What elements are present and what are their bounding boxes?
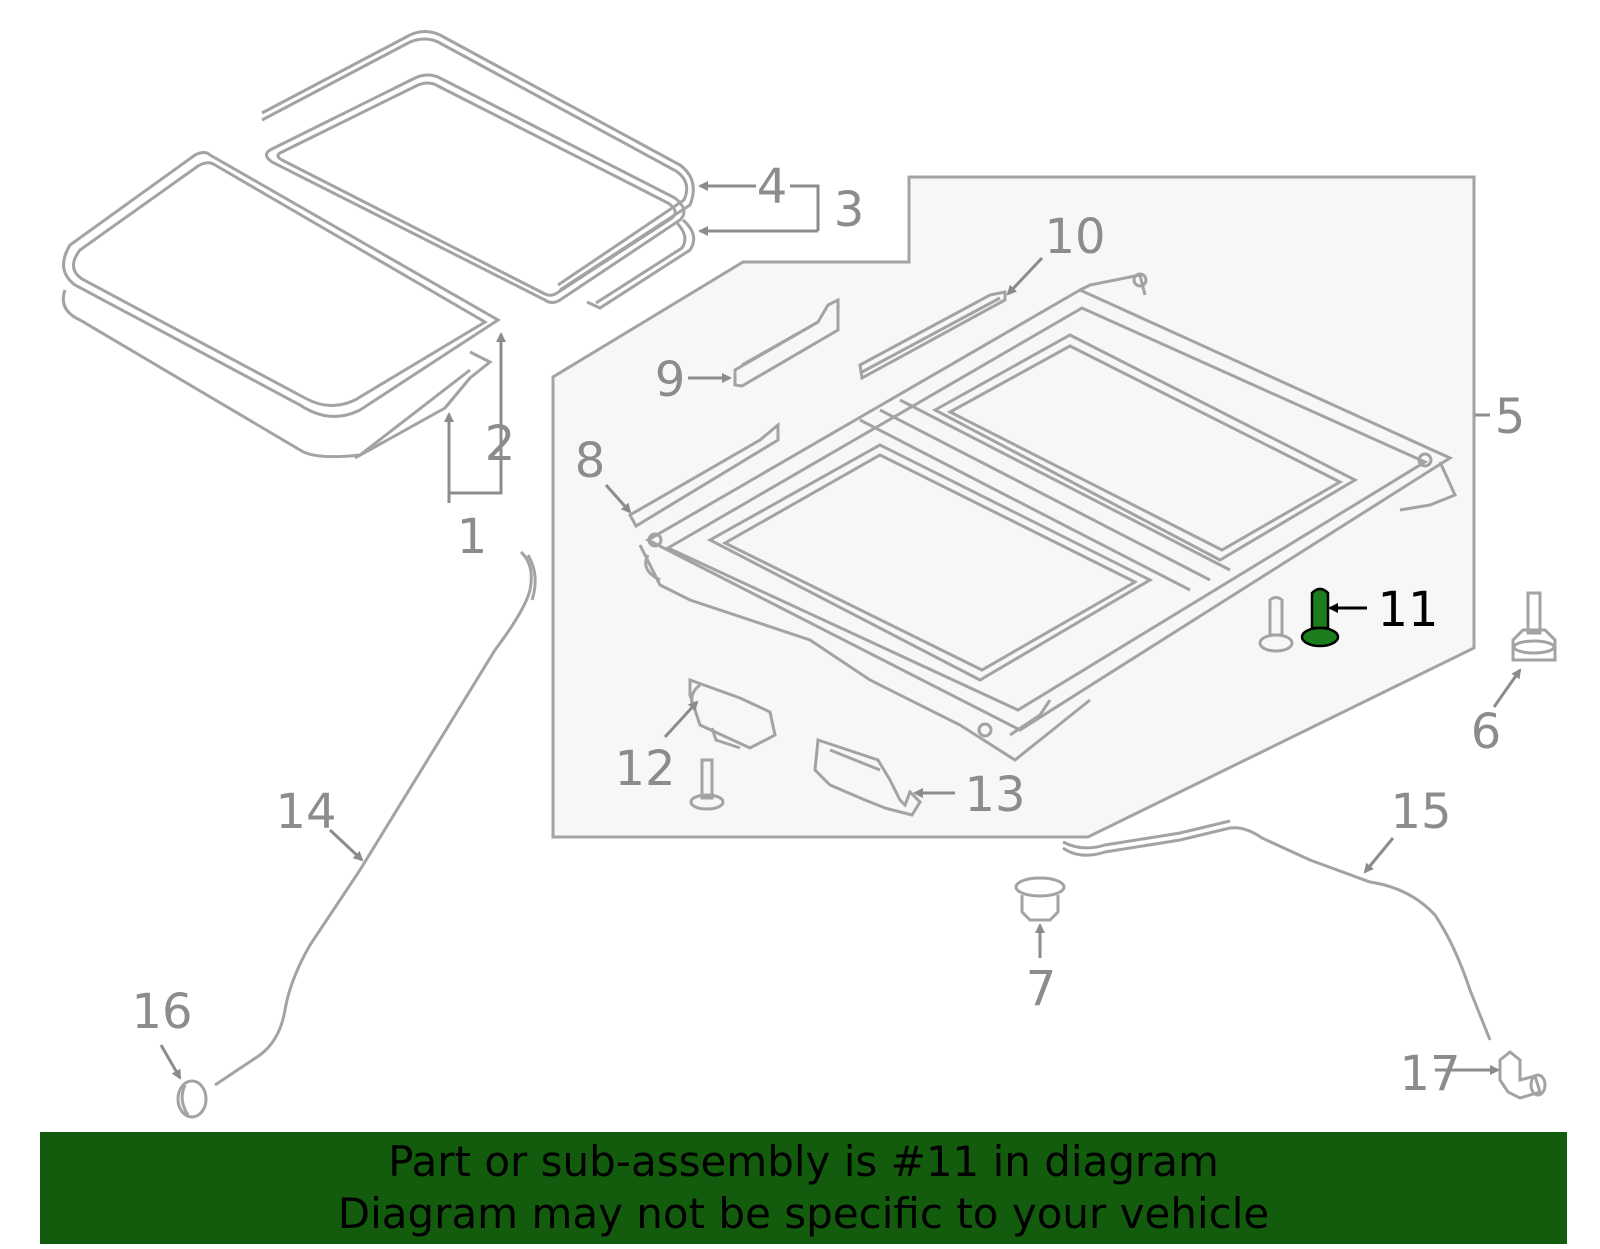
glass-panel [61,151,501,460]
part-17-connector [1498,1050,1547,1100]
callout-13: 13 [964,767,1025,823]
part-10-strip [858,290,1007,381]
callout-1: 1 [457,509,488,565]
part-7-nut [1014,876,1066,922]
part-12-module [688,677,777,811]
callout-7: 7 [1026,961,1057,1017]
part-6-bolt [1511,591,1557,662]
part-14-drain-tube [214,550,537,1087]
weatherstrip-seals [261,30,696,310]
part-8-strip [627,421,780,529]
part-11-screw-highlighted [1300,587,1340,648]
callout-14: 14 [275,784,336,840]
callout-9: 9 [655,352,686,408]
frame-assembly-panel [551,175,1476,839]
callout-17: 17 [1399,1046,1460,1102]
callout-6: 6 [1471,704,1502,760]
part-11-screw-plain [1258,596,1294,653]
part-9-bracket [733,297,840,388]
sunroof-frame [638,272,1458,762]
callout-3: 3 [834,182,865,238]
part-15-drain-tube [1062,819,1492,1041]
callout-4: 4 [757,159,788,215]
leader-lines [159,181,1522,1080]
callout-10: 10 [1044,209,1105,265]
callout-5: 5 [1495,389,1526,445]
banner-line-1: Part or sub-assembly is #11 in diagram [388,1137,1219,1186]
banner-line-2: Diagram may not be specific to your vehi… [337,1189,1270,1238]
part-16-grommet [176,1079,208,1119]
callout-16: 16 [131,984,192,1040]
callout-12: 12 [614,741,675,797]
info-banner: Part or sub-assembly is #11 in diagram D… [40,1132,1567,1244]
callout-2: 2 [485,416,516,472]
callout-15: 15 [1390,784,1451,840]
callout-8: 8 [575,433,606,489]
callout-11: 11 [1377,582,1438,638]
